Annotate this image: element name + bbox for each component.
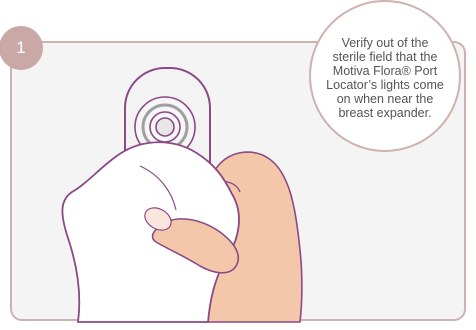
instruction-text: Verify out of the sterile field that the…	[326, 36, 444, 120]
instruction-callout: Verify out of the sterile field that the…	[309, 0, 461, 152]
step-number-badge: 1	[0, 26, 43, 70]
